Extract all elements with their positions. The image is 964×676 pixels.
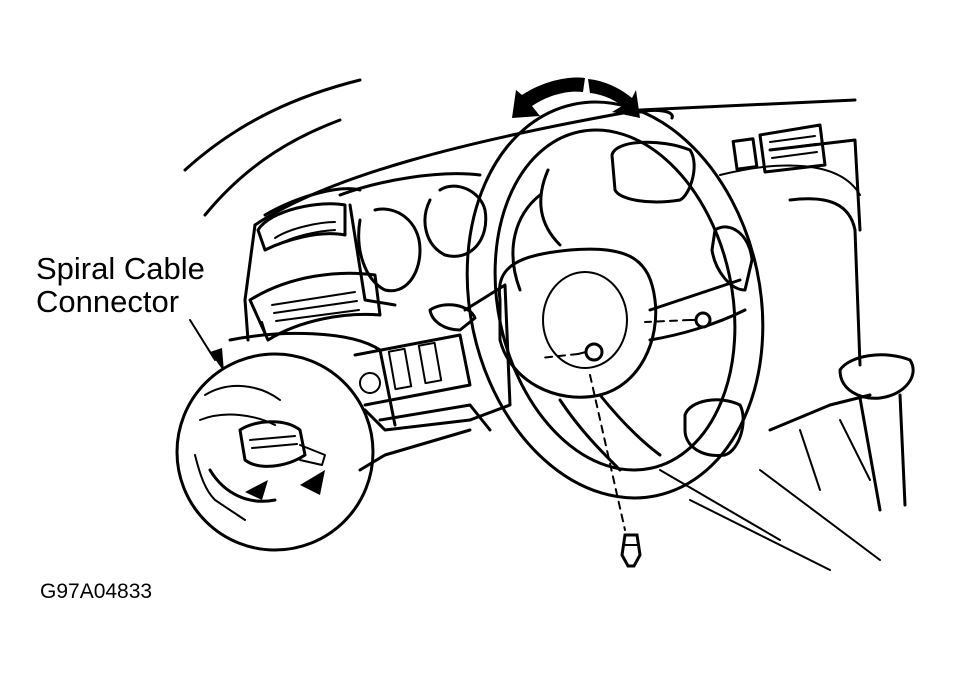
bolt-icon xyxy=(539,311,712,568)
windshield-lines xyxy=(183,78,362,217)
rotation-arrow-icon xyxy=(512,77,640,118)
gear-shift xyxy=(838,353,915,512)
callout-leader xyxy=(189,319,224,372)
callout-line-2: Connector xyxy=(36,284,180,319)
callout-line-1: Spiral Cable xyxy=(36,251,205,286)
dashboard xyxy=(228,98,881,571)
right-air-vent xyxy=(731,123,827,174)
switch-panel xyxy=(353,303,477,407)
steering-wheel xyxy=(463,100,765,500)
detail-magnifier xyxy=(175,352,472,552)
instrument-cluster xyxy=(338,172,488,307)
spiral-cable-connector-label: Spiral Cable Connector xyxy=(36,252,205,318)
center-air-vent xyxy=(248,271,382,342)
figure-code: G97A04833 xyxy=(40,580,153,603)
left-air-vent xyxy=(256,202,347,252)
